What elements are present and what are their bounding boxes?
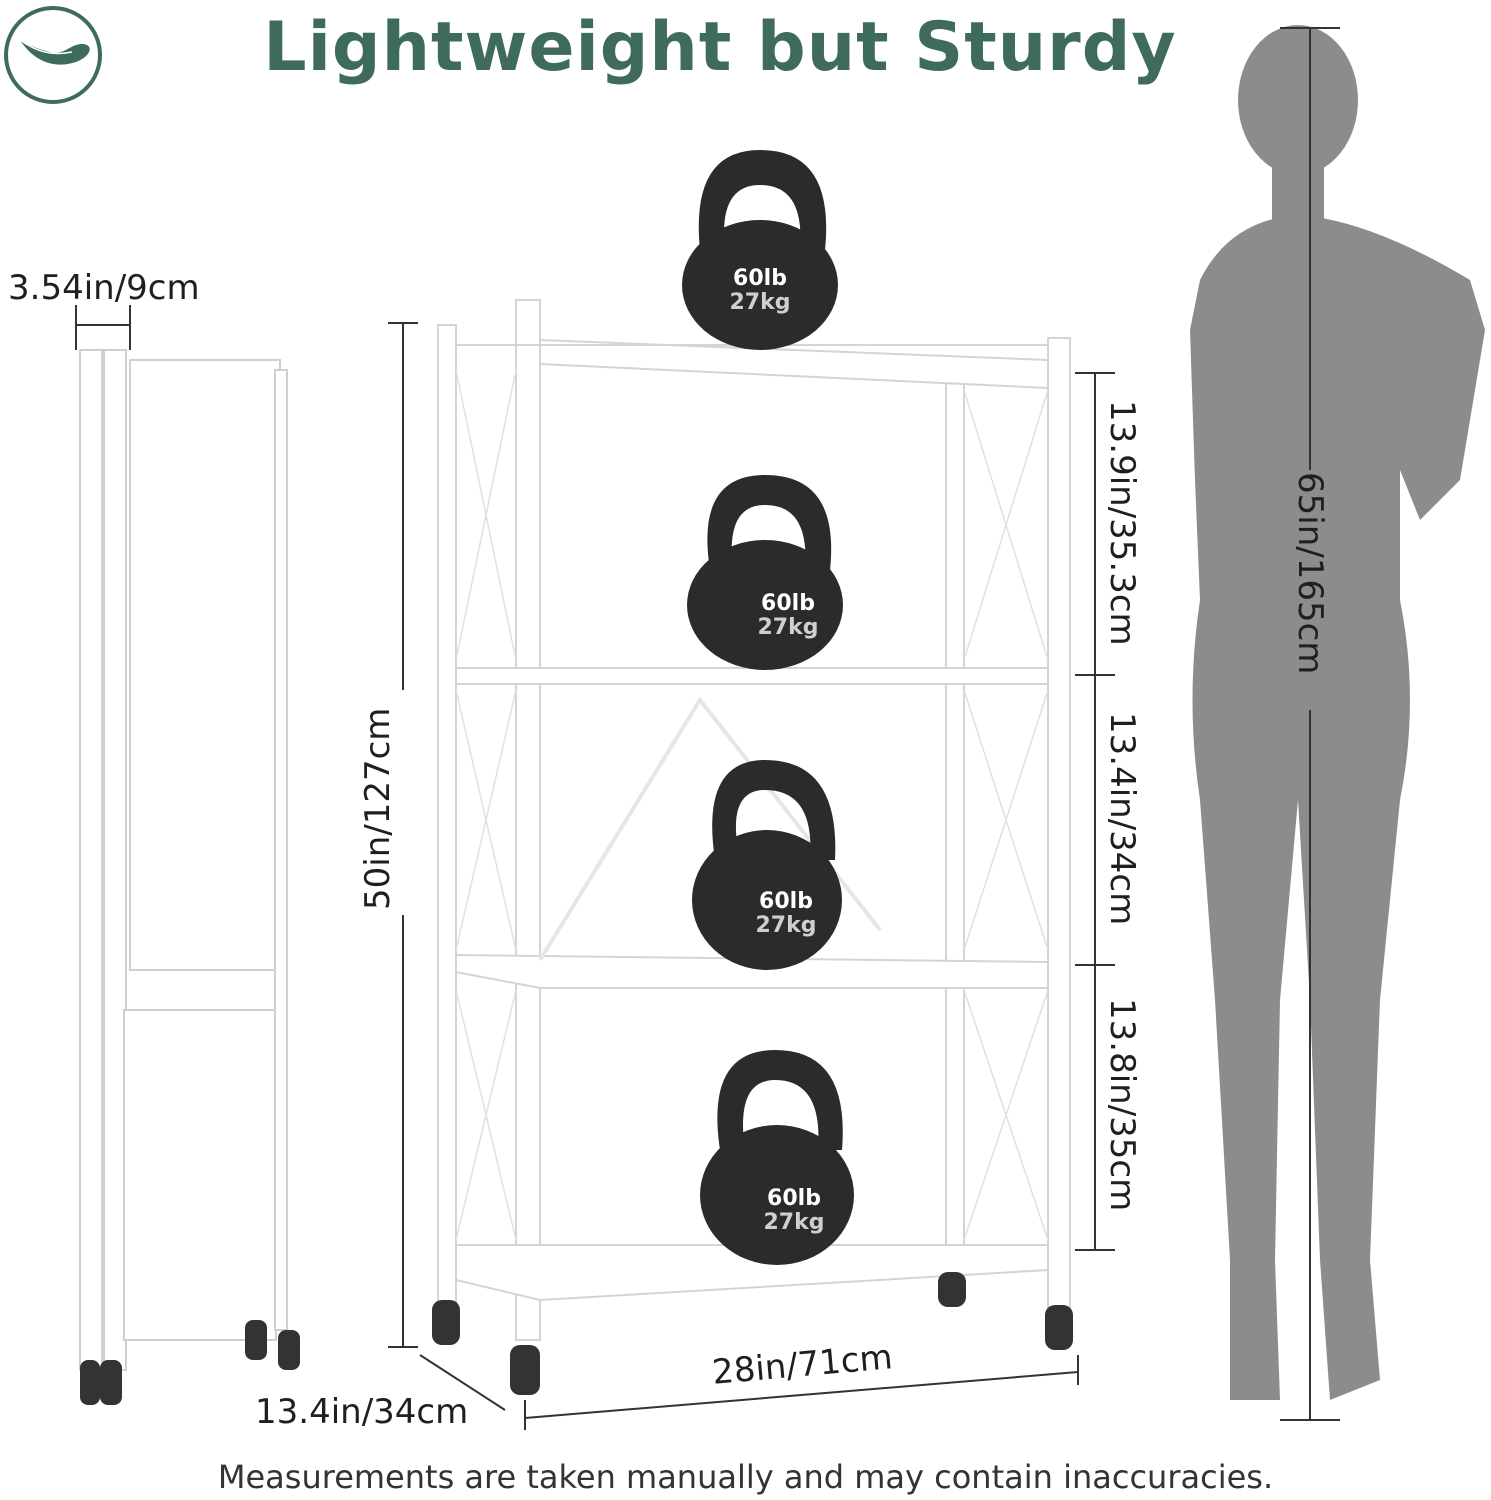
total-height-label: 50in/127cm (358, 707, 398, 910)
person-height-line (1280, 27, 1340, 1421)
disclaimer-text: Measurements are taken manually and may … (217, 1458, 1274, 1496)
kettlebells (682, 150, 854, 1265)
person-height-label: 65in/165cm (1290, 472, 1330, 675)
dimension-lines (388, 322, 1115, 1430)
person-silhouette (1190, 25, 1485, 1400)
tier2-height-label: 13.4in/34cm (1102, 712, 1142, 926)
folded-shelf (79, 349, 288, 1371)
folded-thickness-line (75, 305, 131, 350)
tier3-height-label: 13.8in/35cm (1102, 998, 1142, 1212)
folded-shelf-wheels (80, 1320, 300, 1405)
shelf-wheels (432, 1272, 1073, 1395)
feather-logo (2, 4, 104, 106)
page-title: Lightweight but Sturdy (263, 8, 1177, 87)
shelf-unit (437, 299, 1071, 1341)
feather-icon (4, 6, 102, 104)
depth-label: 13.4in/34cm (255, 1392, 469, 1432)
tier1-height-label: 13.9in/35.3cm (1102, 400, 1142, 646)
folded-thickness-label: 3.54in/9cm (8, 268, 200, 308)
